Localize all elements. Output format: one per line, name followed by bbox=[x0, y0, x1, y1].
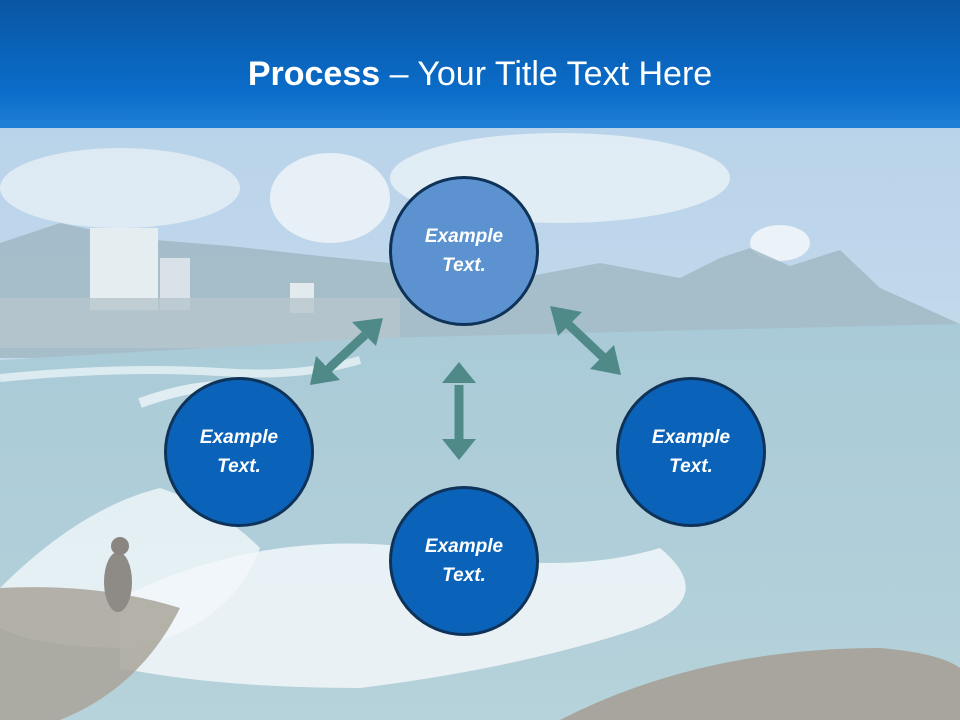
arrow-right-link bbox=[564, 320, 608, 362]
arrow-left-head-top bbox=[352, 318, 383, 346]
arrow-right-head-bottom bbox=[590, 345, 621, 375]
process-step-right-label: Example Text. bbox=[651, 427, 731, 477]
process-step-left[interactable]: Example Text. bbox=[164, 377, 314, 527]
arrow-left-head-bottom bbox=[310, 356, 340, 385]
title-bold: Process bbox=[247, 55, 381, 93]
title-rest: – Your Title Text Here bbox=[380, 55, 713, 93]
process-step-top-label: Example Text. bbox=[424, 226, 504, 276]
arrow-right-head-top bbox=[550, 306, 582, 336]
process-step-left-label: Example Text. bbox=[199, 427, 279, 477]
arrow-left-link bbox=[321, 331, 369, 376]
title-bar bbox=[0, 0, 960, 128]
slide-title: Process – Your Title Text Here bbox=[0, 52, 960, 96]
process-step-right[interactable]: Example Text. bbox=[616, 377, 766, 527]
arrow-center-head-bottom bbox=[442, 439, 476, 460]
process-step-bottom[interactable]: Example Text. bbox=[389, 486, 539, 636]
arrow-center-head-top bbox=[442, 362, 476, 383]
process-step-top[interactable]: Example Text. bbox=[389, 176, 539, 326]
process-step-bottom-label: Example Text. bbox=[424, 536, 504, 586]
